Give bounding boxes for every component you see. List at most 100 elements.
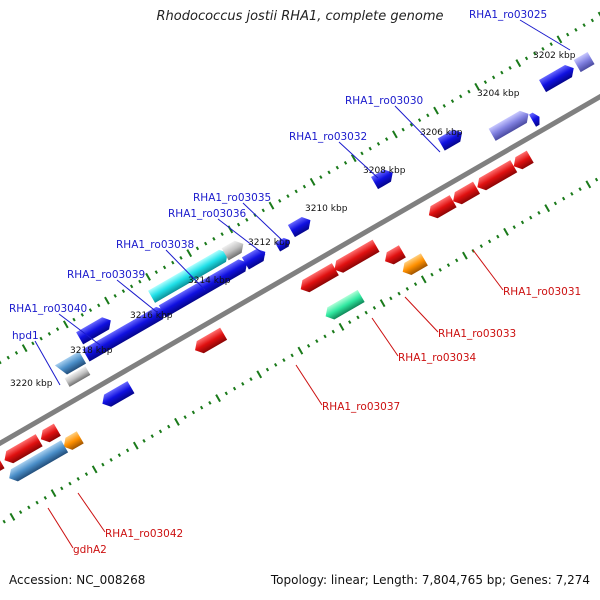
tick-label: 3210 kbp: [305, 204, 348, 214]
tick-mark: [319, 175, 323, 180]
tick-mark: [274, 362, 278, 367]
gene-orange[interactable]: [399, 253, 428, 278]
tick-mark: [9, 512, 16, 521]
tick-mark: [215, 394, 221, 403]
gene-red[interactable]: [1, 434, 43, 466]
gene-label-RHA1_ro03040[interactable]: RHA1_ro03040: [9, 303, 87, 315]
tick-mark: [224, 391, 228, 396]
tick-mark: [372, 305, 377, 310]
tick-mark: [420, 275, 427, 284]
gene-blue[interactable]: [275, 236, 292, 252]
gene-label-RHA1_ro03025[interactable]: RHA1_ro03025: [469, 9, 547, 21]
gene-label-RHA1_ro03039[interactable]: RHA1_ro03039: [67, 269, 145, 281]
gene-blue[interactable]: [82, 304, 169, 362]
label-leader-line: [217, 218, 266, 256]
tick-mark: [594, 177, 599, 182]
gene-blue[interactable]: [371, 167, 396, 190]
gene-gray[interactable]: [64, 366, 91, 387]
gene-red[interactable]: [0, 456, 5, 477]
tick-mark: [438, 267, 442, 272]
gene-red[interactable]: [297, 263, 339, 295]
gene-label-RHA1_ro03032[interactable]: RHA1_ro03032: [289, 131, 367, 143]
gene-blue[interactable]: [287, 214, 314, 238]
gene-blue[interactable]: [529, 111, 543, 127]
gene-red[interactable]: [331, 239, 380, 276]
gene-label-hpd1[interactable]: hpd1: [12, 330, 39, 342]
gene-red[interactable]: [474, 160, 518, 193]
tick-mark: [60, 486, 64, 491]
tick-mark: [479, 244, 484, 249]
label-leader-line: [116, 279, 159, 314]
gene-blue[interactable]: [76, 314, 114, 345]
tick-mark: [315, 339, 319, 344]
tick-mark: [520, 220, 525, 225]
tick-mark: [537, 210, 541, 215]
tick-label: 3216 kbp: [130, 311, 173, 321]
gene-blue[interactable]: [99, 381, 135, 410]
tick-mark: [496, 234, 500, 239]
gene-label-RHA1_ro03031[interactable]: RHA1_ro03031: [503, 286, 581, 298]
tick-mark: [91, 465, 98, 474]
gene-blue[interactable]: [539, 62, 577, 93]
gene-red[interactable]: [382, 245, 406, 267]
gene-lavender[interactable]: [488, 108, 532, 141]
accession-text: Accession: NC_008268: [9, 573, 146, 587]
tick-mark: [553, 201, 558, 206]
gene-label-RHA1_ro03035[interactable]: RHA1_ro03035: [193, 192, 271, 204]
tick-mark: [278, 198, 282, 203]
label-leader-line: [34, 340, 61, 386]
gene-label-gdhA2[interactable]: gdhA2: [73, 544, 107, 556]
gene-blue[interactable]: [241, 246, 269, 270]
gene-cyan[interactable]: [148, 247, 231, 303]
gene-red[interactable]: [425, 195, 457, 221]
gene-lavender[interactable]: [573, 52, 595, 73]
gene-orange[interactable]: [60, 431, 84, 453]
tick-mark: [204, 241, 208, 246]
label-leader-line: [47, 507, 74, 549]
gene-gray[interactable]: [221, 238, 247, 261]
tick-mark: [212, 236, 216, 241]
tick-mark: [450, 99, 455, 104]
tick-mark: [109, 457, 113, 462]
gene-teal[interactable]: [322, 289, 365, 323]
gene-blue[interactable]: [437, 127, 466, 151]
tick-label: 3208 kbp: [363, 166, 406, 176]
gene-steel[interactable]: [6, 440, 69, 484]
tick-mark: [368, 146, 372, 151]
gene-label-RHA1_ro03030[interactable]: RHA1_ro03030: [345, 95, 423, 107]
genome-track: [0, 11, 600, 524]
tick-mark: [467, 89, 471, 94]
label-leader-line: [371, 317, 399, 357]
gene-red[interactable]: [192, 327, 228, 357]
tick-mark: [379, 299, 386, 308]
tick-label: 3204 kbp: [477, 89, 520, 99]
gene-label-RHA1_ro03034[interactable]: RHA1_ro03034: [398, 352, 477, 364]
gene-label-RHA1_ro03042[interactable]: RHA1_ro03042: [105, 528, 183, 540]
tick-mark: [138, 279, 142, 284]
gene-label-RHA1_ro03038[interactable]: RHA1_ro03038: [116, 239, 194, 251]
label-leader-line: [519, 19, 571, 51]
tick-mark: [446, 263, 451, 268]
gene-steel[interactable]: [54, 351, 87, 377]
tick-mark: [459, 94, 463, 99]
gene-red[interactable]: [450, 181, 481, 208]
tick-mark: [245, 217, 249, 222]
tick-mark: [121, 289, 126, 294]
tick-mark: [364, 310, 368, 315]
gene-label-RHA1_ro03036[interactable]: RHA1_ro03036: [168, 208, 247, 220]
tick-mark: [31, 341, 35, 346]
gene-red[interactable]: [510, 150, 534, 173]
gene-red[interactable]: [37, 423, 61, 446]
tick-mark: [0, 360, 2, 365]
tick-label: 3214 kbp: [188, 276, 231, 286]
tick-mark: [297, 346, 304, 355]
tick-mark: [512, 225, 516, 230]
tick-mark: [208, 400, 212, 405]
tick-mark: [179, 255, 183, 260]
gene-label-RHA1_ro03033[interactable]: RHA1_ro03033: [438, 328, 516, 340]
genome-title: Rhodococcus jostii RHA1, complete genome: [156, 9, 444, 24]
gene-label-RHA1_ro03037[interactable]: RHA1_ro03037: [322, 401, 400, 413]
tick-mark: [455, 258, 459, 263]
